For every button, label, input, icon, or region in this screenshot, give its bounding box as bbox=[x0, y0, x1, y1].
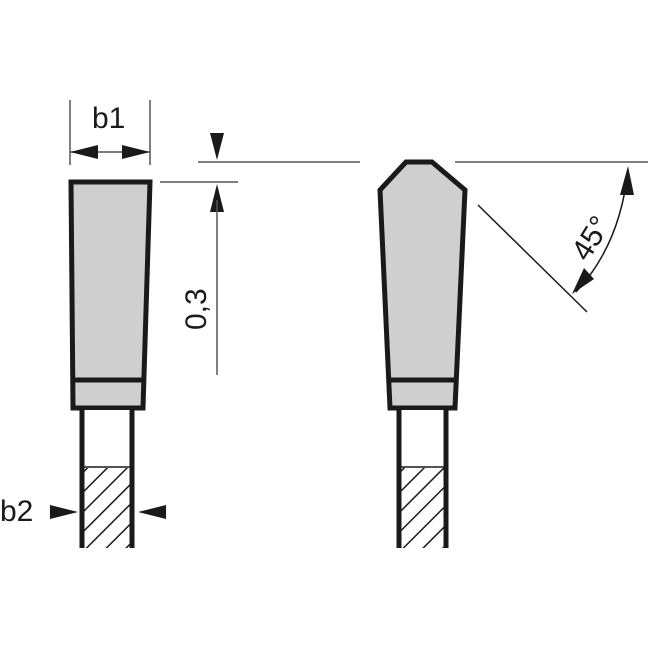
b1-label: b1 bbox=[92, 102, 126, 135]
arrow-right-icon bbox=[50, 505, 78, 519]
height-offset-label: 0,3 bbox=[180, 288, 213, 330]
angle-dimension bbox=[477, 166, 634, 313]
carbide-tip-front bbox=[377, 159, 468, 411]
arrow-down-left-icon bbox=[572, 268, 594, 294]
blade-body-plain bbox=[82, 410, 132, 468]
side-view bbox=[50, 100, 360, 548]
b1-dimension bbox=[69, 100, 151, 165]
arrow-up-icon bbox=[620, 166, 634, 195]
blade-body-plain bbox=[399, 410, 446, 468]
blade-body-hatched bbox=[399, 468, 446, 548]
arrow-left-icon bbox=[138, 505, 166, 519]
front-view bbox=[377, 159, 648, 548]
b2-label: b2 bbox=[0, 495, 34, 528]
arrow-down-icon bbox=[210, 133, 224, 160]
arrow-left-icon bbox=[70, 145, 98, 159]
blade-body-hatched bbox=[82, 468, 132, 548]
height-dimension bbox=[160, 133, 360, 375]
arrow-up-icon bbox=[210, 184, 224, 212]
carbide-tip-side bbox=[68, 179, 153, 411]
b2-dimension bbox=[50, 505, 166, 519]
arrow-right-icon bbox=[122, 145, 150, 159]
